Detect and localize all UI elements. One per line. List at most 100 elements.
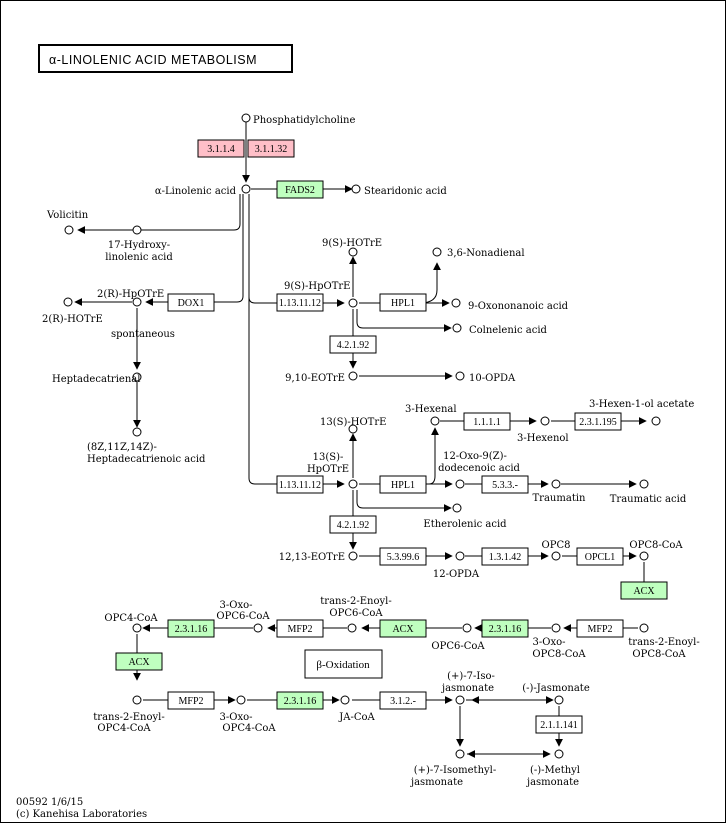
enzyme-4-2-1-92-a[interactable]: 4.2.1.92 xyxy=(329,335,377,354)
compound-3-oxo-opc8-coa[interactable] xyxy=(551,623,561,633)
compound-opc8[interactable] xyxy=(551,551,561,561)
compound-opc8-coa[interactable] xyxy=(639,551,649,561)
svg-text:2.3.1.16: 2.3.1.16 xyxy=(489,624,522,635)
compound-9s-hotre[interactable] xyxy=(348,247,358,257)
enzyme-5-3-99-6[interactable]: 5.3.99.6 xyxy=(379,547,427,566)
compound-volicitin[interactable] xyxy=(64,225,74,235)
svg-text:ACX: ACX xyxy=(392,624,414,635)
label-oxo-opc4-1: 3-Oxo- xyxy=(220,712,253,723)
enzyme-hpl1-a[interactable]: HPL1 xyxy=(379,293,427,312)
compound-etherolenic-acid[interactable] xyxy=(452,503,462,513)
label-trans-opc8-2: OPC8-CoA xyxy=(632,649,686,660)
compound-trans-2-enoyl-opc4-coa[interactable] xyxy=(132,695,142,705)
label-9s-hpotre: 9(S)-HpOTrE xyxy=(284,281,350,292)
enzyme-opcl1[interactable]: OPCL1 xyxy=(576,547,624,566)
label-oxo-opc6-2: OPC6-CoA xyxy=(216,611,270,622)
enzyme-mfp2-b[interactable]: MFP2 xyxy=(276,619,324,638)
svg-text:ACX: ACX xyxy=(128,657,150,668)
compound-7-iso-jasmonate[interactable] xyxy=(455,695,465,705)
label-nonadienal: 3,6-Nonadienal xyxy=(447,248,525,259)
compound-3-oxo-opc6-coa[interactable] xyxy=(253,623,263,633)
enzyme-2-3-1-16-c[interactable]: 2.3.1.16 xyxy=(276,691,324,710)
enzyme-2-3-1-195[interactable]: 2.3.1.195 xyxy=(574,412,622,431)
compound-2r-hotre[interactable] xyxy=(63,297,73,307)
label-17-hydroxy-2: linolenic acid xyxy=(105,252,173,263)
compound-13s-hpotre[interactable] xyxy=(348,479,358,489)
enzyme-2-1-1-141[interactable]: 2.1.1.141 xyxy=(535,715,583,734)
label-12-oxo-1: 12-Oxo-9(Z)- xyxy=(443,451,507,462)
label-opc4-coa: OPC4-CoA xyxy=(104,613,158,624)
compound-7-isomethyl-jasmonate[interactable] xyxy=(455,749,465,759)
enzyme-fads2[interactable]: FADS2 xyxy=(276,180,324,199)
compound-3-hexenol[interactable] xyxy=(540,416,550,426)
enzyme-3-1-1-4[interactable]: 3.1.1.4 xyxy=(197,139,245,158)
compound-colnelenic-acid[interactable] xyxy=(452,323,462,333)
enzyme-acx-b[interactable]: ACX xyxy=(379,619,427,638)
label-heptadecatrienal: Heptadecatrienal xyxy=(52,374,140,385)
svg-text:MFP2: MFP2 xyxy=(587,624,612,635)
enzyme-mfp2-c[interactable]: MFP2 xyxy=(167,691,215,710)
svg-text:OPCL1: OPCL1 xyxy=(585,552,616,563)
compound-9-10-eotre[interactable] xyxy=(348,371,358,381)
compound-9s-hpotre[interactable] xyxy=(348,298,358,308)
compound-phosphatidylcholine[interactable] xyxy=(241,113,251,123)
label-spontaneous: spontaneous xyxy=(111,329,175,340)
compound-17-hydroxylinolenic-acid[interactable] xyxy=(132,225,142,235)
label-13s-hotre: 13(S)-HOTrE xyxy=(320,417,386,428)
svg-text:MFP2: MFP2 xyxy=(178,696,203,707)
svg-text:3.1.1.4: 3.1.1.4 xyxy=(207,144,235,155)
compound-13s-hotre[interactable] xyxy=(348,424,358,434)
label-3-hexenal: 3-Hexenal xyxy=(405,404,457,415)
label-iso-ja-1: (+)-7-Iso- xyxy=(447,671,495,682)
label-10-opda: 10-OPDA xyxy=(469,373,516,384)
enzyme-hpl1-b[interactable]: HPL1 xyxy=(379,475,427,494)
enzyme-mfp2-a[interactable]: MFP2 xyxy=(576,619,624,638)
label-minus-ja: (-)-Jasmonate xyxy=(522,683,590,694)
compound-12-13-eotre[interactable] xyxy=(348,551,358,561)
svg-text:3.1.2.-: 3.1.2.- xyxy=(390,696,416,707)
compound-stearidonic-acid[interactable] xyxy=(351,184,361,194)
enzyme-5-3-3[interactable]: 5.3.3.- xyxy=(481,475,529,494)
enzyme-3-1-2[interactable]: 3.1.2.- xyxy=(379,691,427,710)
label-9-10-eotre: 9,10-EOTrE xyxy=(285,373,345,384)
compound-3-hexenal[interactable] xyxy=(430,416,440,426)
compound-trans-2-enoyl-opc6-coa[interactable] xyxy=(347,623,357,633)
compound-traumatin[interactable] xyxy=(551,479,561,489)
compound-heptadecatrienoic-acid[interactable] xyxy=(132,427,142,437)
compound-3-6-nonadienal[interactable] xyxy=(432,247,442,257)
label-trans-opc8-1: trans-2-Enoyl- xyxy=(628,637,699,648)
enzyme-acx-a[interactable]: ACX xyxy=(620,581,668,600)
compound-heptadecatrienal[interactable] xyxy=(132,372,142,382)
svg-text:2.3.1.195: 2.3.1.195 xyxy=(579,417,617,428)
compound-opc4-coa[interactable] xyxy=(132,623,142,633)
enzyme-3-1-1-32[interactable]: 3.1.1.32 xyxy=(247,139,295,158)
label-oxo-opc4-2: OPC4-CoA xyxy=(222,723,276,734)
compound-3-hexen-1-ol-acetate[interactable] xyxy=(651,416,661,426)
compound-12-opda[interactable] xyxy=(455,551,465,561)
compound-trans-2-enoyl-opc8-coa[interactable] xyxy=(639,623,649,633)
label-oxo-opc8-2: OPC8-CoA xyxy=(532,649,586,660)
compound-jasmonate[interactable] xyxy=(554,695,564,705)
compound-10-opda[interactable] xyxy=(455,371,465,381)
compound-12-oxo-dodecenoic-acid[interactable] xyxy=(455,479,465,489)
beta-oxidation-link[interactable]: β-Oxidation xyxy=(304,649,383,679)
enzyme-2-3-1-16-a[interactable]: 2.3.1.16 xyxy=(481,619,529,638)
enzyme-4-2-1-92-b[interactable]: 4.2.1.92 xyxy=(329,515,377,534)
enzyme-1-1-1-1[interactable]: 1.1.1.1 xyxy=(463,412,511,431)
enzyme-dox1[interactable]: DOX1 xyxy=(167,293,215,312)
compound-2r-hpotre[interactable] xyxy=(132,297,142,307)
compound-opc6-coa[interactable] xyxy=(462,623,472,633)
enzyme-1-13-11-12-a[interactable]: 1.13.11.12 xyxy=(276,293,324,312)
compound-methyl-jasmonate[interactable] xyxy=(554,749,564,759)
compound-ja-coa[interactable] xyxy=(340,695,350,705)
compound-3-oxo-opc4-coa[interactable] xyxy=(236,695,246,705)
enzyme-2-3-1-16-b[interactable]: 2.3.1.16 xyxy=(167,619,215,638)
compound-traumatic-acid[interactable] xyxy=(639,479,649,489)
enzyme-1-13-11-12-b[interactable]: 1.13.11.12 xyxy=(276,475,324,494)
compound-linolenic-acid[interactable] xyxy=(241,184,251,194)
label-13s-hpotre-2: HpOTrE xyxy=(307,464,349,475)
enzyme-1-3-1-42[interactable]: 1.3.1.42 xyxy=(481,547,529,566)
label-2r-hotre: 2(R)-HOTrE xyxy=(42,314,103,325)
compound-9-oxononanoic-acid[interactable] xyxy=(451,298,461,308)
enzyme-acx-c[interactable]: ACX xyxy=(115,652,163,671)
